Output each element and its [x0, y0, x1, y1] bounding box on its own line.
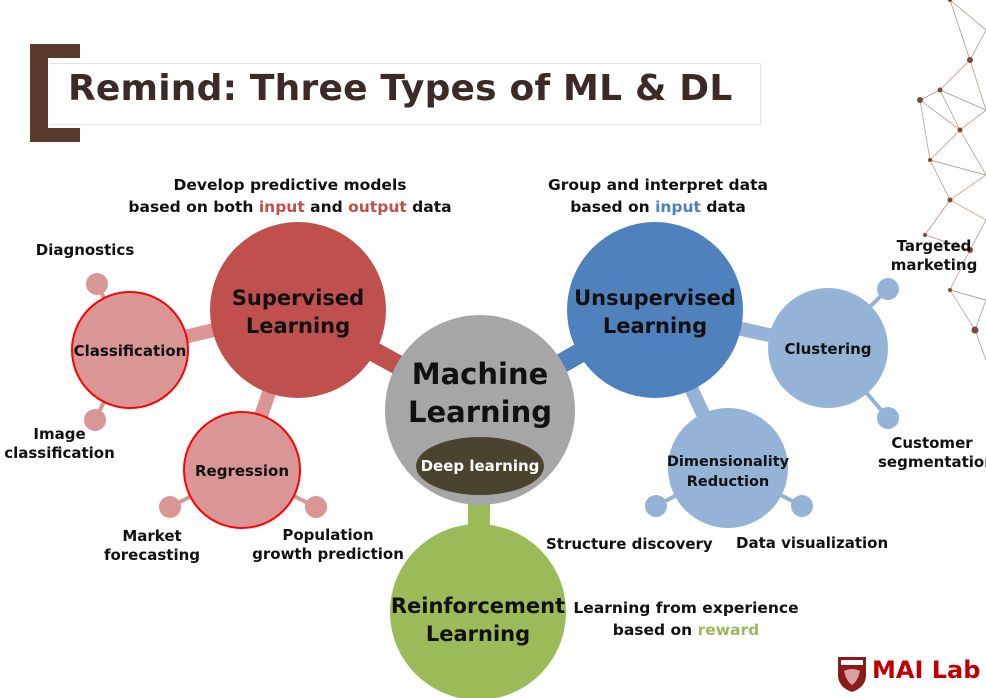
page-title: Remind: Three Types of ML & DL — [68, 68, 733, 109]
dot-customer-segmentation — [877, 407, 899, 429]
structure-discovery-label: Structure discovery — [546, 535, 713, 553]
dimensionality-label: Dimensionality Reduction — [666, 454, 790, 490]
supervised-description: Develop predictive models based on both … — [128, 176, 452, 216]
regression-node — [183, 411, 301, 529]
mai-lab-logo-text: MAI Lab — [872, 656, 981, 684]
reinforcement-description: Learning from experience based on reward — [573, 599, 799, 639]
title-bracket — [30, 44, 80, 142]
clustering-node — [768, 288, 888, 408]
dot-structure-discovery — [645, 495, 667, 517]
clustering-label: Clustering — [784, 340, 872, 358]
unsupervised-node — [567, 222, 743, 398]
dimensionality-node — [668, 408, 788, 528]
market-forecasting-label: Market forecasting — [103, 527, 201, 564]
leaf-dots — [84, 273, 899, 518]
machine-learning-label: Machine Learning — [407, 357, 552, 429]
unsupervised-label: Unsupervised Learning — [574, 286, 736, 338]
targeted-marketing-label: Targeted marketing — [890, 237, 978, 274]
unsupervised-description: Group and interpret data based on input … — [548, 176, 768, 216]
classification-label: Classification — [73, 342, 187, 360]
deep-learning-node — [416, 437, 544, 495]
reinforcement-node — [390, 524, 566, 698]
dot-targeted-marketing — [877, 278, 899, 300]
supervised-node — [210, 222, 386, 398]
reinforcement-label: Reinforcement Learning — [390, 594, 566, 646]
dot-data-visualization — [791, 495, 813, 517]
dot-diagnostics — [86, 273, 108, 295]
dot-population-growth — [305, 496, 327, 518]
network-decoration — [917, 0, 986, 361]
dot-market-forecasting — [159, 496, 181, 518]
title-bar — [50, 63, 761, 125]
image-classification-label: Image classification — [4, 425, 115, 462]
supervised-label: Supervised Learning — [231, 286, 365, 338]
data-visualization-label: Data visualization — [736, 534, 889, 552]
population-growth-label: Population growth prediction — [252, 526, 404, 563]
classification-node — [71, 291, 189, 409]
customer-segmentation-label: Customer segmentation — [878, 434, 986, 471]
mai-lab-crest-icon — [838, 657, 866, 692]
regression-label: Regression — [194, 462, 289, 480]
diagnostics-label: Diagnostics — [35, 241, 135, 259]
deep-learning-label: Deep learning — [420, 457, 540, 475]
dot-image-classification — [84, 409, 106, 431]
